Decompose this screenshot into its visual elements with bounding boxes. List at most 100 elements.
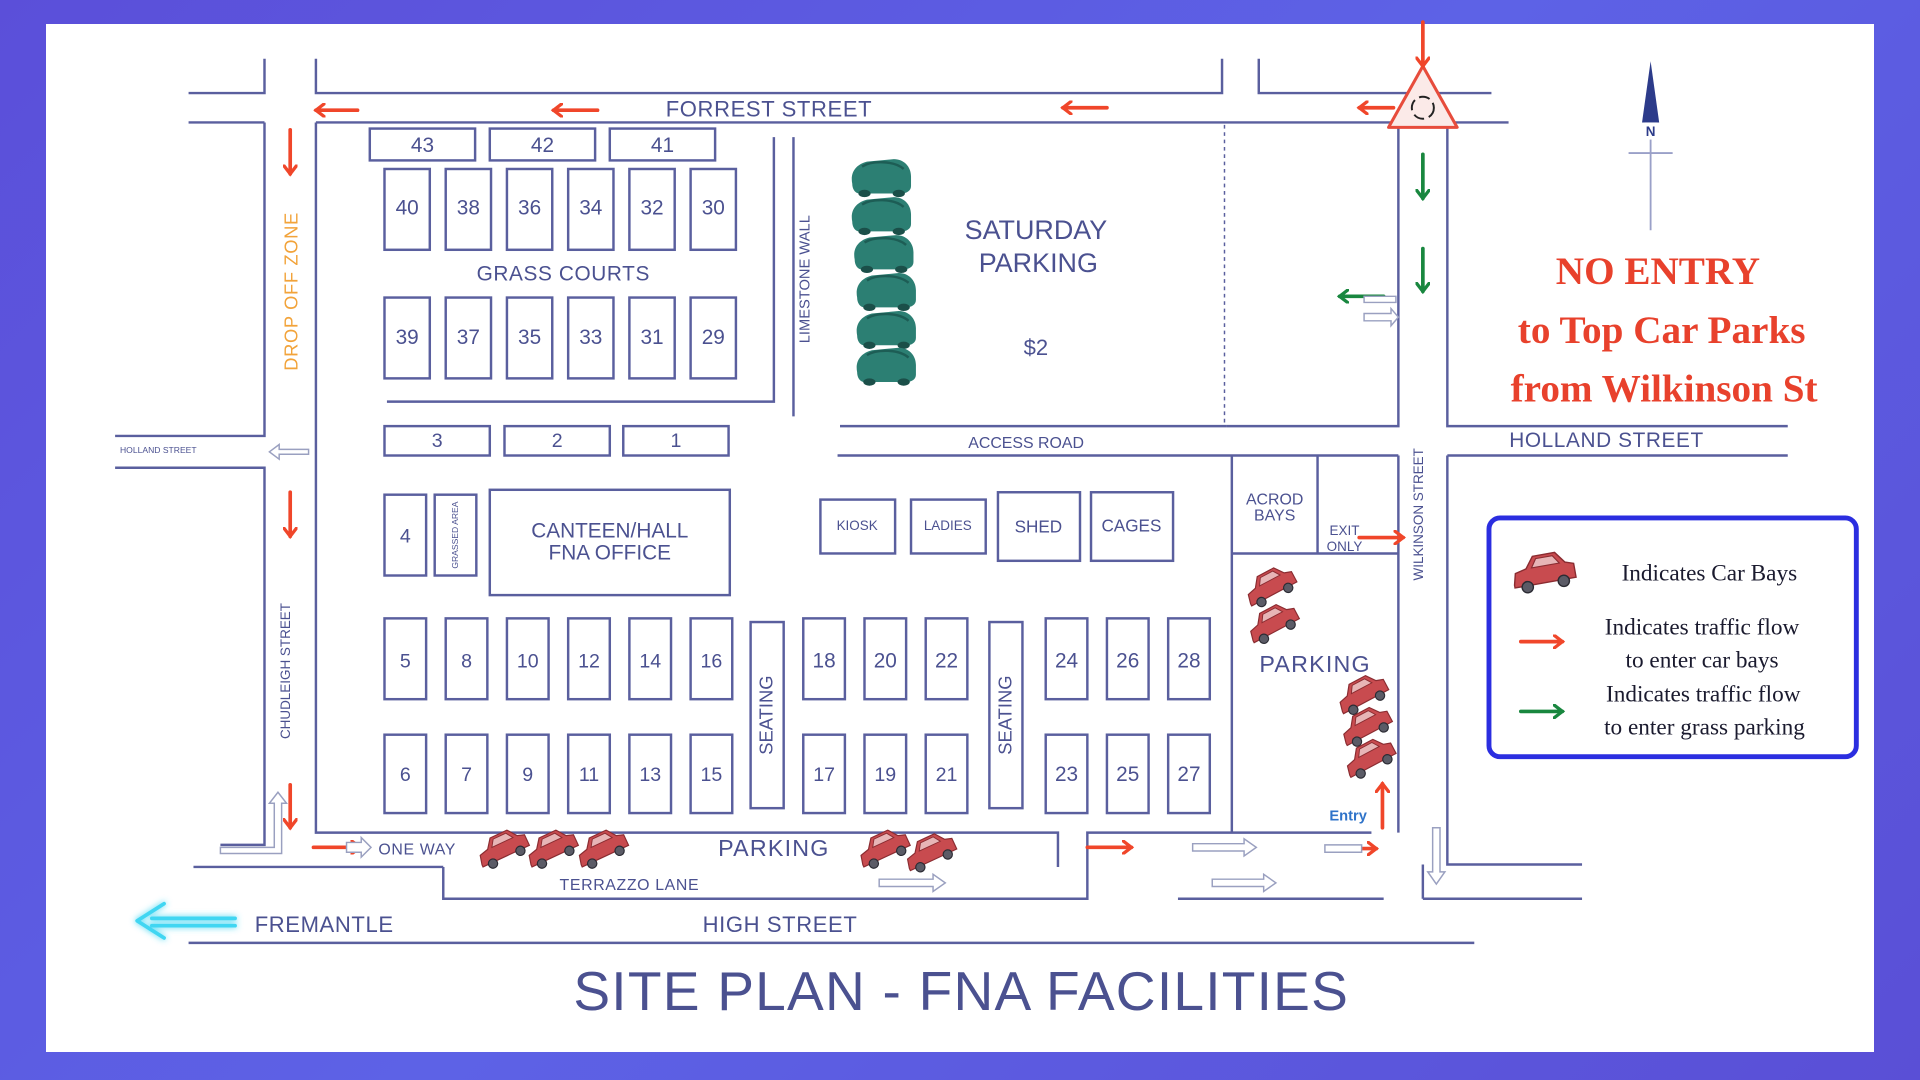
drop-off-zone-label: DROP OFF ZONE bbox=[281, 212, 302, 371]
court-number: 39 bbox=[396, 326, 419, 349]
court-box bbox=[505, 733, 550, 815]
legend-green-line2: to enter grass parking bbox=[1604, 715, 1805, 741]
outline-arrow-left bbox=[268, 443, 310, 461]
one-way-label: ONE WAY bbox=[378, 842, 456, 859]
court-number: 29 bbox=[702, 326, 725, 349]
parked-car-icon bbox=[856, 347, 916, 386]
seating-left bbox=[749, 620, 785, 810]
grassed-area-label: GRASSED AREA bbox=[450, 501, 460, 568]
road-outlines bbox=[115, 58, 1788, 945]
court-box bbox=[444, 296, 493, 380]
court-box bbox=[924, 733, 969, 815]
car-bay-icon bbox=[1339, 675, 1390, 716]
court-box bbox=[383, 167, 432, 252]
car-bay-traffic-arrows bbox=[290, 20, 1423, 849]
court-number: 42 bbox=[531, 134, 554, 157]
parked-car-icon bbox=[856, 273, 916, 312]
seating-left-label: SEATING bbox=[756, 675, 777, 754]
shed-label: SHED bbox=[1015, 517, 1063, 537]
court-box bbox=[608, 127, 717, 162]
legend-red-line2: to enter car bays bbox=[1626, 647, 1779, 673]
court-box bbox=[383, 617, 428, 701]
court-box bbox=[566, 167, 615, 252]
acrod-label-line1: ACROD bbox=[1246, 491, 1303, 508]
saturday-parking-line2: PARKING bbox=[979, 248, 1098, 278]
seating-right bbox=[988, 620, 1024, 810]
limestone-wall-label: LIMESTONE WALL bbox=[797, 215, 813, 343]
outline-arrow-down bbox=[1426, 827, 1447, 886]
court-number: 30 bbox=[702, 196, 725, 219]
court-box bbox=[802, 617, 847, 701]
court-number: 9 bbox=[522, 764, 533, 786]
wilkinson-street-label: WILKINSON STREET bbox=[1411, 448, 1426, 580]
legend-car-icon bbox=[1513, 551, 1577, 594]
car-bay-icon bbox=[1343, 706, 1394, 747]
court-number: 19 bbox=[874, 764, 896, 786]
court-number: 34 bbox=[579, 196, 602, 219]
car-bay-icon bbox=[860, 829, 911, 869]
court-number: 17 bbox=[813, 764, 835, 786]
outline-arrow-small bbox=[1363, 306, 1400, 328]
parked-car-icon bbox=[856, 311, 916, 349]
court-box bbox=[505, 167, 554, 252]
legend: Indicates Car Bays Indicates traffic flo… bbox=[1486, 515, 1859, 760]
court-box bbox=[1044, 733, 1089, 815]
saturday-parking-bushes bbox=[851, 159, 916, 386]
legend-box bbox=[1486, 515, 1859, 760]
roundabout-sign-icon bbox=[1387, 64, 1459, 129]
court-number: 12 bbox=[578, 650, 600, 672]
court-number: 1 bbox=[670, 430, 681, 452]
court-number: 13 bbox=[639, 764, 661, 786]
court-box bbox=[628, 733, 673, 815]
parked-car-icon bbox=[854, 235, 914, 274]
court-number: 40 bbox=[396, 196, 419, 219]
court-number: 41 bbox=[651, 134, 674, 157]
exit-label-line2: ONLY bbox=[1327, 539, 1363, 554]
court-number: 38 bbox=[457, 196, 480, 219]
court-box bbox=[383, 493, 428, 577]
court-box bbox=[368, 127, 477, 162]
court-box bbox=[628, 296, 676, 380]
chudleigh-street-label: CHUDLEIGH STREET bbox=[278, 603, 293, 739]
court-number: 7 bbox=[461, 764, 472, 786]
court-number: 25 bbox=[1116, 763, 1139, 786]
exit-label-line1: EXIT bbox=[1330, 523, 1360, 538]
cages-building bbox=[1089, 491, 1175, 563]
court-number: 14 bbox=[639, 650, 661, 672]
court-box bbox=[863, 617, 908, 701]
court-box bbox=[689, 296, 738, 380]
outline-arrow-small bbox=[1363, 295, 1397, 304]
court-box bbox=[505, 617, 550, 701]
canteen-hall-building bbox=[488, 488, 732, 597]
holland-street-right-label: HOLLAND STREET bbox=[1509, 429, 1704, 452]
north-compass-icon: N bbox=[1628, 61, 1673, 231]
canteen-label-line2: FNA OFFICE bbox=[549, 542, 671, 565]
acrod-label-line2: BAYS bbox=[1254, 507, 1295, 524]
legend-red-line1: Indicates traffic flow bbox=[1605, 614, 1800, 640]
court-number: 24 bbox=[1055, 649, 1078, 672]
legend-green-line1: Indicates traffic flow bbox=[1606, 682, 1801, 708]
compass-north-label: N bbox=[1646, 124, 1656, 139]
facilities bbox=[433, 488, 1175, 810]
court-box bbox=[689, 733, 734, 815]
court-number: 20 bbox=[874, 649, 897, 672]
parked-car-icon bbox=[851, 159, 912, 198]
outline-arrow-right bbox=[1211, 872, 1278, 893]
parked-car-icon bbox=[851, 197, 912, 236]
court-number: 33 bbox=[579, 326, 602, 349]
forrest-street-label: FORREST STREET bbox=[666, 96, 872, 121]
no-entry-line3: from Wilkinson St bbox=[1511, 368, 1818, 411]
cages-label: CAGES bbox=[1101, 515, 1161, 535]
court-number: 21 bbox=[936, 764, 958, 786]
court-number: 4 bbox=[400, 525, 411, 547]
terrazzo-lane-label: TERRAZZO LANE bbox=[560, 877, 700, 894]
court-number: 2 bbox=[552, 430, 563, 452]
entry-label: Entry bbox=[1329, 808, 1367, 824]
car-bays bbox=[479, 567, 1397, 873]
saturday-price: $2 bbox=[1024, 335, 1049, 360]
court-number: 36 bbox=[518, 196, 541, 219]
seating-right-label: SEATING bbox=[994, 675, 1015, 754]
court-box bbox=[628, 617, 673, 701]
court-number: 18 bbox=[813, 649, 836, 672]
